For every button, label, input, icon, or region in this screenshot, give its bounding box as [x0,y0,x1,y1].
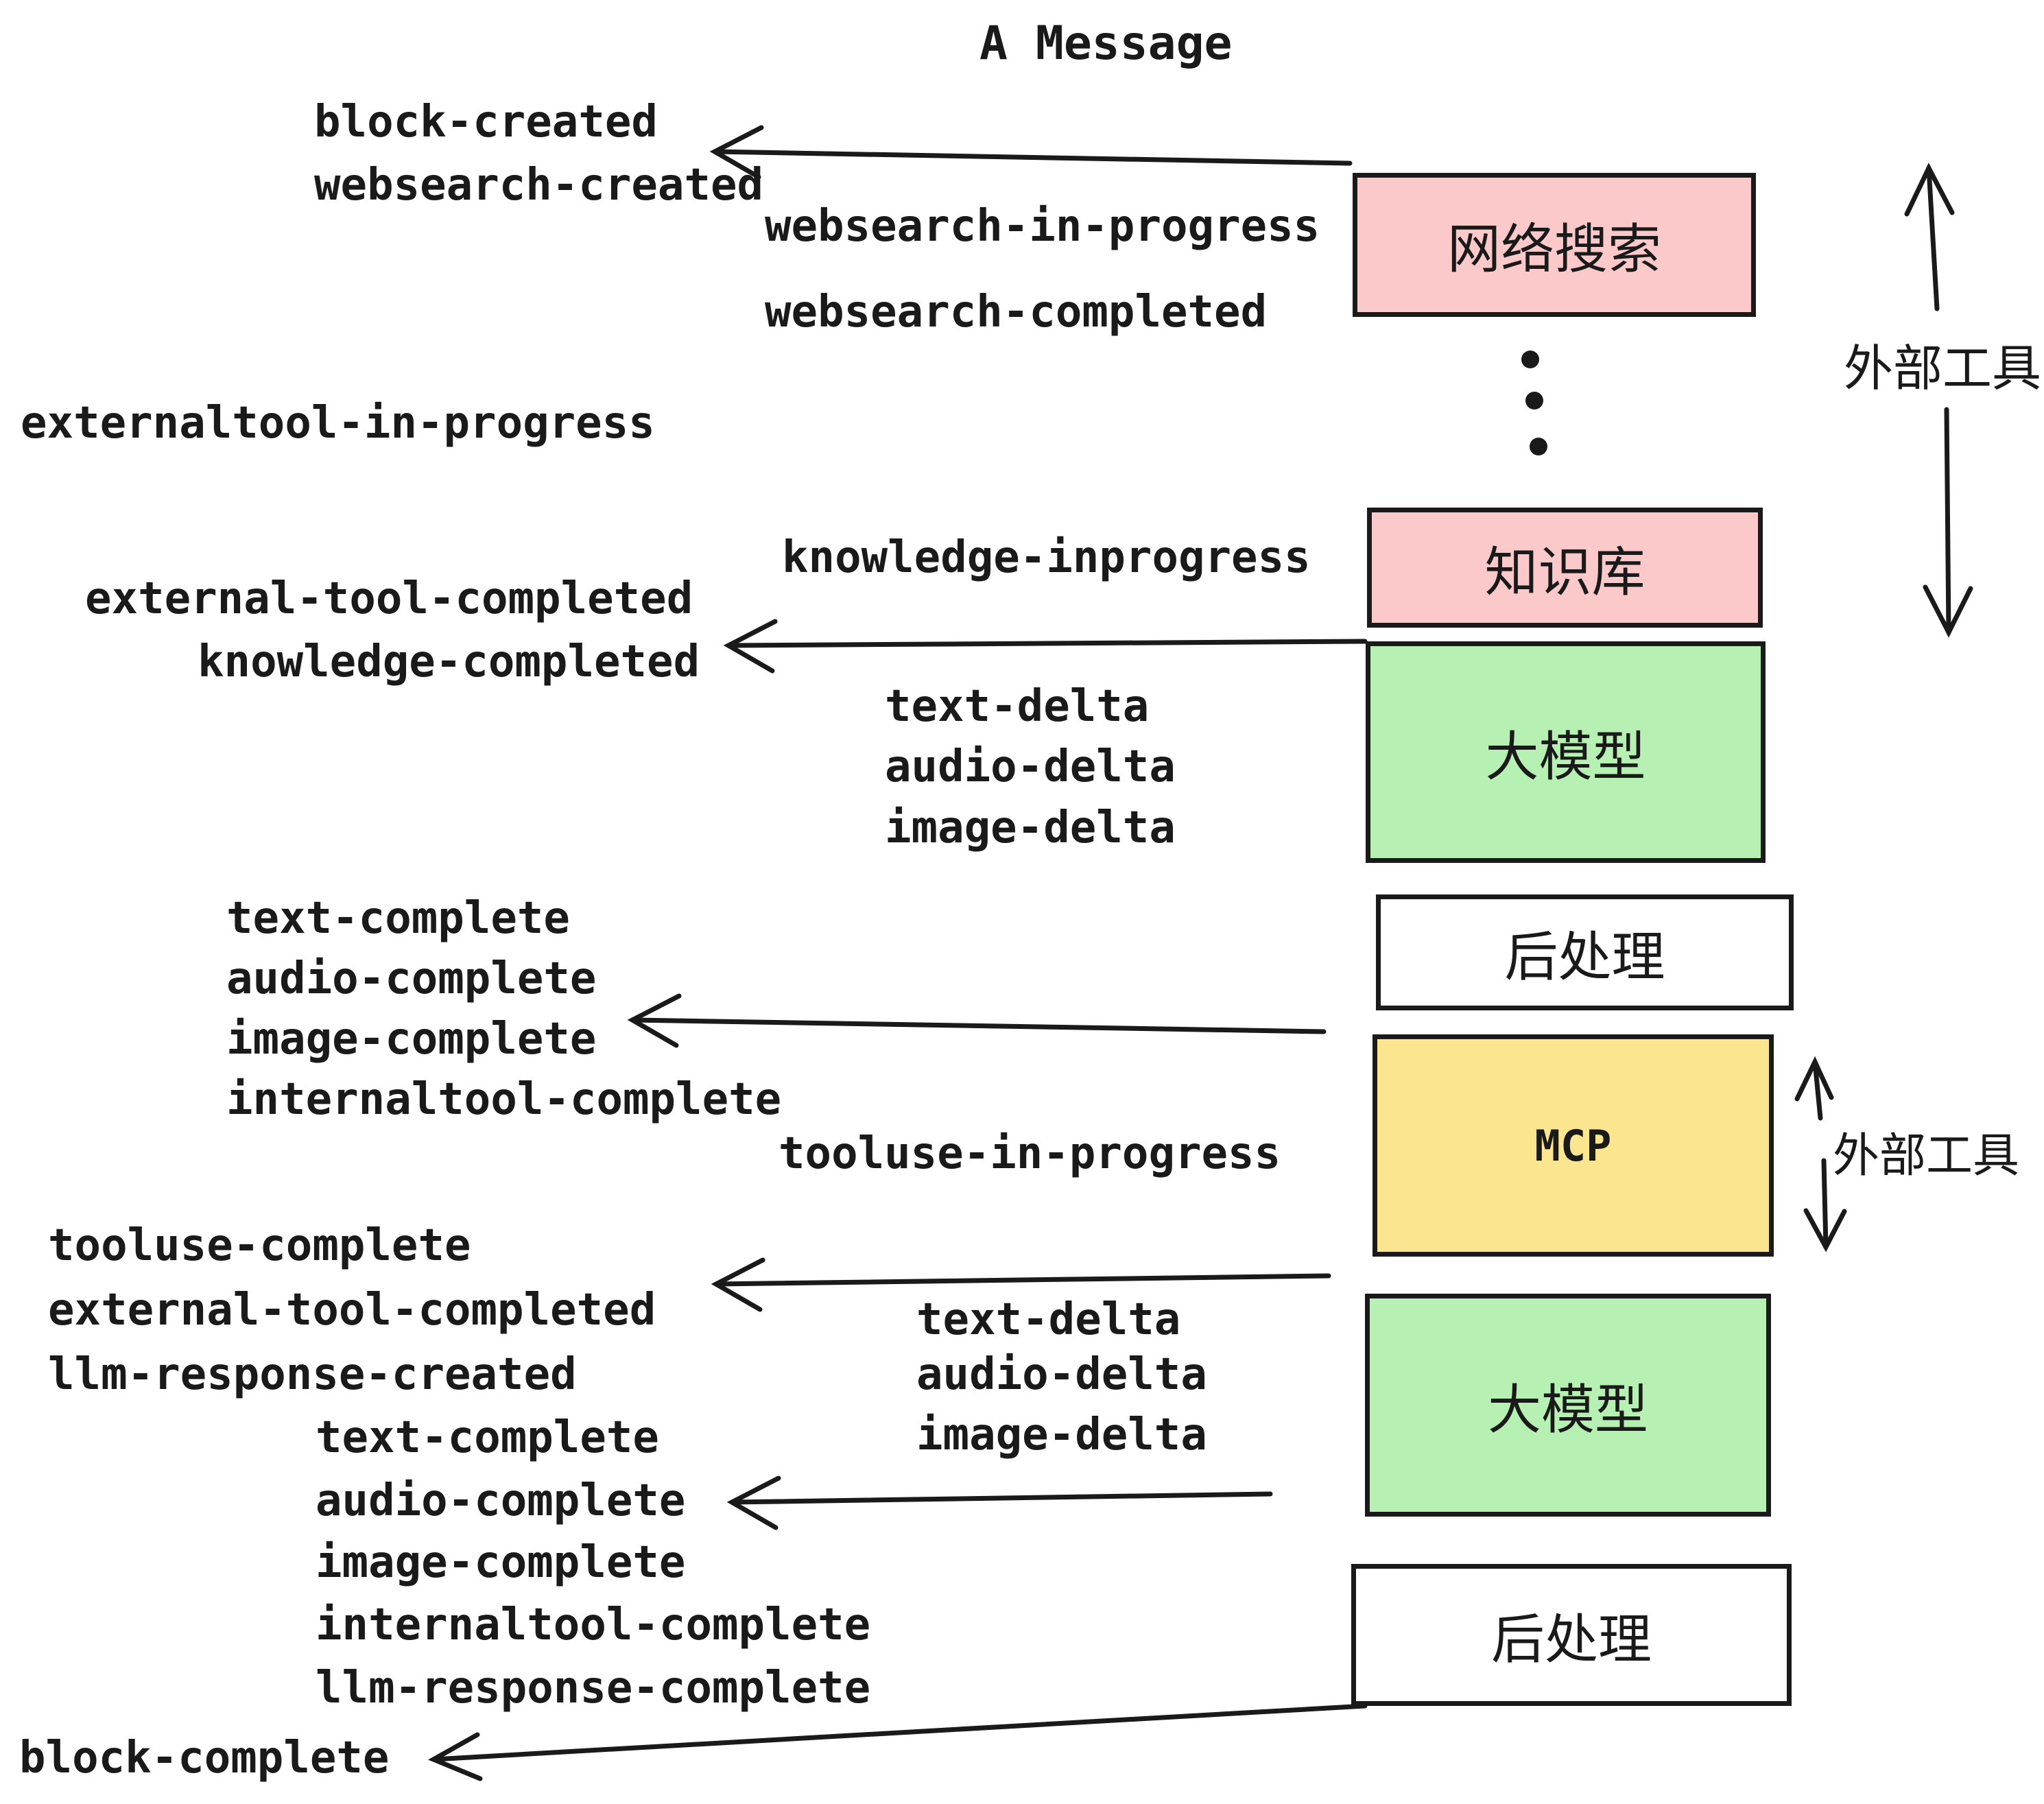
event-external-tool-completed-2: external-tool-completed [48,1285,656,1336]
event-text-complete-1: text-complete [226,893,570,944]
event-audio-delta-1: audio-delta [885,741,1176,792]
event-image-complete-1: image-complete [226,1014,597,1065]
box-postprocess-2-label: 后处理 [1490,1609,1652,1671]
box-llm-2: 大模型 [1365,1294,1771,1517]
event-llm-response-created: llm-response-created [48,1349,577,1400]
event-text-delta-1: text-delta [885,681,1150,732]
box-websearch: 网络搜索 [1353,173,1756,317]
event-tooluse-in-progress: tooluse-in-progress [779,1128,1281,1179]
external-tool-up-arrow-1 [1904,163,1955,311]
arrow-to-block-complete [427,1703,1368,1781]
box-postprocess-2: 后处理 [1351,1564,1792,1706]
arrow-to-knowledge-completed [723,619,1368,674]
event-internaltool-complete-1: internaltool-complete [226,1074,782,1125]
box-postprocess-1: 后处理 [1376,894,1794,1010]
box-knowledge-base: 知识库 [1367,508,1763,628]
arrow-to-tooluse-complete [711,1257,1331,1312]
box-llm-1-label: 大模型 [1485,726,1646,788]
external-tool-annotation-2: 外部工具 [1833,1129,2020,1183]
external-tool-down-arrow-1 [1923,407,1973,638]
external-tool-annotation-1: 外部工具 [1844,340,2042,397]
external-tool-down-arrow-2 [1803,1158,1847,1253]
arrow-to-image-complete [627,993,1327,1048]
event-external-tool-completed: external-tool-completed [85,573,693,624]
event-audio-complete-2: audio-complete [316,1475,686,1526]
dots-ellipsis [1521,351,1547,455]
event-audio-delta-2: audio-delta [916,1349,1207,1400]
event-tooluse-complete: tooluse-complete [48,1220,471,1271]
event-websearch-in-progress: websearch-in-progress [765,201,1320,252]
event-block-complete: block-complete [19,1733,390,1783]
event-knowledge-completed: knowledge-completed [198,637,700,687]
event-internaltool-complete-2: internaltool-complete [316,1600,871,1650]
event-audio-complete-1: audio-complete [226,953,597,1004]
event-llm-response-complete: llm-response-complete [316,1663,871,1713]
box-mcp-label: MCP [1534,1120,1612,1171]
event-image-delta-1: image-delta [885,803,1176,853]
box-mcp: MCP [1372,1034,1774,1257]
box-knowledge-base-label: 知识库 [1484,541,1645,604]
event-websearch-completed: websearch-completed [765,287,1268,337]
box-llm-2-label: 大模型 [1487,1379,1648,1441]
diagram-title: A Message [979,16,1233,71]
box-websearch-label: 网络搜索 [1447,219,1661,281]
event-text-delta-2: text-delta [916,1294,1181,1345]
external-tool-up-arrow-2 [1794,1056,1834,1121]
box-llm-1: 大模型 [1366,641,1766,863]
event-websearch-created: websearch-created [314,160,764,211]
box-postprocess-1-label: 后处理 [1504,926,1665,988]
arrow-websearch-to-block-created [709,125,1353,180]
event-knowledge-inprogress: knowledge-inprogress [782,532,1311,583]
arrow-to-audio-complete [726,1475,1273,1530]
event-text-complete-2: text-complete [316,1412,659,1463]
event-block-created: block-created [314,97,658,147]
event-image-delta-2: image-delta [916,1410,1207,1460]
event-image-complete-2: image-complete [316,1537,686,1588]
event-externaltool-in-progress: externaltool-in-progress [21,398,655,449]
